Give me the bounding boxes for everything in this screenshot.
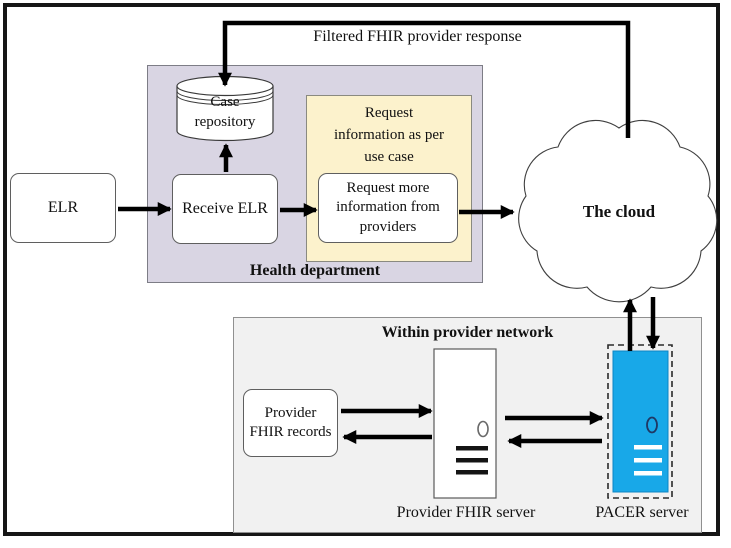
- request-more-node: Request more information from providers: [318, 173, 458, 243]
- filtered-response-label: Filtered FHIR provider response: [313, 28, 522, 45]
- request-info-label: Request information as per use case: [334, 105, 444, 165]
- receive-elr-label: Receive ELR: [182, 199, 268, 217]
- provider-fhir-server-label: Provider FHIR server: [396, 504, 536, 521]
- elr-node: ELR: [10, 173, 116, 243]
- provider-fhir-records-node: Provider FHIR records: [243, 389, 338, 457]
- pacer-server-label: PACER server: [595, 504, 689, 521]
- provider-fhir-records-label: Provider FHIR records: [249, 404, 332, 441]
- outer-border: [3, 3, 720, 536]
- request-more-label: Request more information from providers: [336, 179, 440, 235]
- cloud-label: The cloud: [582, 202, 656, 221]
- elr-label: ELR: [47, 198, 79, 216]
- case-repository-label: Case repository: [194, 94, 256, 131]
- health-department-label: Health department: [249, 262, 381, 279]
- receive-elr-node: Receive ELR: [172, 174, 278, 244]
- within-provider-network-label: Within provider network: [381, 324, 554, 341]
